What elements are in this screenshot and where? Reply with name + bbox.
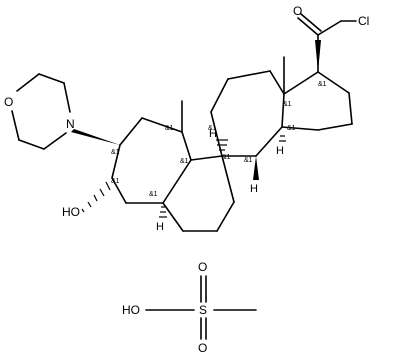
hashed-bond-oh xyxy=(81,181,111,213)
atom-label-sulfur: S xyxy=(199,303,207,317)
atom-label-sulfonyl-oxygen-bottom: O xyxy=(198,341,207,354)
ring-c xyxy=(210,70,285,157)
wedge-bond xyxy=(71,129,120,145)
bond xyxy=(38,73,65,84)
stereo-bonds xyxy=(71,40,321,218)
atom-label-sulfonyl-oxygen-top: O xyxy=(198,260,207,274)
bond xyxy=(162,159,192,204)
bond xyxy=(119,117,143,146)
bond xyxy=(281,126,319,131)
ring-b xyxy=(162,155,235,232)
chloroacetyl-side-chain xyxy=(297,13,357,73)
bond xyxy=(297,17,319,36)
stereo-label: &1 xyxy=(244,157,253,164)
bond xyxy=(190,155,223,161)
methanesulfonic-acid: HO S O O xyxy=(122,260,257,354)
atom-label-hydroxyl: HO xyxy=(62,205,80,219)
bond xyxy=(11,110,20,141)
atom-label-morpholine-nitrogen: N xyxy=(66,117,75,131)
bond xyxy=(281,93,285,128)
stereo-label: &1 xyxy=(149,191,158,198)
ring-a xyxy=(111,117,192,204)
stereo-label: &1 xyxy=(111,178,120,185)
bond xyxy=(16,73,40,92)
morpholine-ring xyxy=(11,73,71,150)
wedge-bond-h8 xyxy=(253,156,259,180)
bond xyxy=(111,177,127,204)
stereo-label: &1 xyxy=(208,125,217,132)
hashed-bond-h9 xyxy=(216,139,228,151)
bond xyxy=(221,155,235,203)
bond xyxy=(300,13,322,32)
stereo-label: &1 xyxy=(318,81,327,88)
ring-d xyxy=(281,71,353,131)
bond xyxy=(317,20,342,36)
bond xyxy=(181,131,192,161)
bond xyxy=(162,202,184,232)
atom-label-sulfonic-hydroxyl: HO xyxy=(122,303,140,317)
bond xyxy=(141,117,183,133)
stereo-label: &1 xyxy=(283,101,292,108)
atom-label-h14: H xyxy=(276,145,284,157)
atom-label-morpholine-oxygen: O xyxy=(4,95,13,109)
stereo-label: &1 xyxy=(287,125,296,132)
bond xyxy=(210,111,223,157)
stereo-label: &1 xyxy=(111,149,120,156)
stereo-label: &1 xyxy=(165,125,174,132)
bond xyxy=(216,201,235,232)
atom-label-h5: H xyxy=(156,221,164,233)
bond xyxy=(269,70,285,95)
wedge-bond-c17 xyxy=(315,40,321,72)
bond xyxy=(63,82,71,113)
bond xyxy=(255,126,283,157)
bond xyxy=(283,71,319,95)
stereo-label: &1 xyxy=(222,154,231,161)
hashed-bond-h5 xyxy=(159,206,167,218)
atom-label-chlorine: Cl xyxy=(358,14,369,28)
bond xyxy=(43,132,67,150)
hashed-bond-h14 xyxy=(279,135,286,142)
atom-label-h9: H xyxy=(209,128,217,140)
atom-label-h8: H xyxy=(250,183,258,195)
angular-methyls xyxy=(181,56,285,133)
stereo-label: &1 xyxy=(180,158,189,165)
bond xyxy=(317,71,350,94)
bond xyxy=(111,144,121,179)
bond xyxy=(317,123,353,131)
bond xyxy=(227,70,271,80)
atom-label-ketone-oxygen: O xyxy=(293,4,302,18)
bond xyxy=(210,78,229,113)
bond xyxy=(18,139,45,150)
stereo-descriptors: &1 &1 &1 &1 &1 &1 &1 &1 &1 &1 &1 xyxy=(111,81,327,198)
bond xyxy=(348,92,353,125)
